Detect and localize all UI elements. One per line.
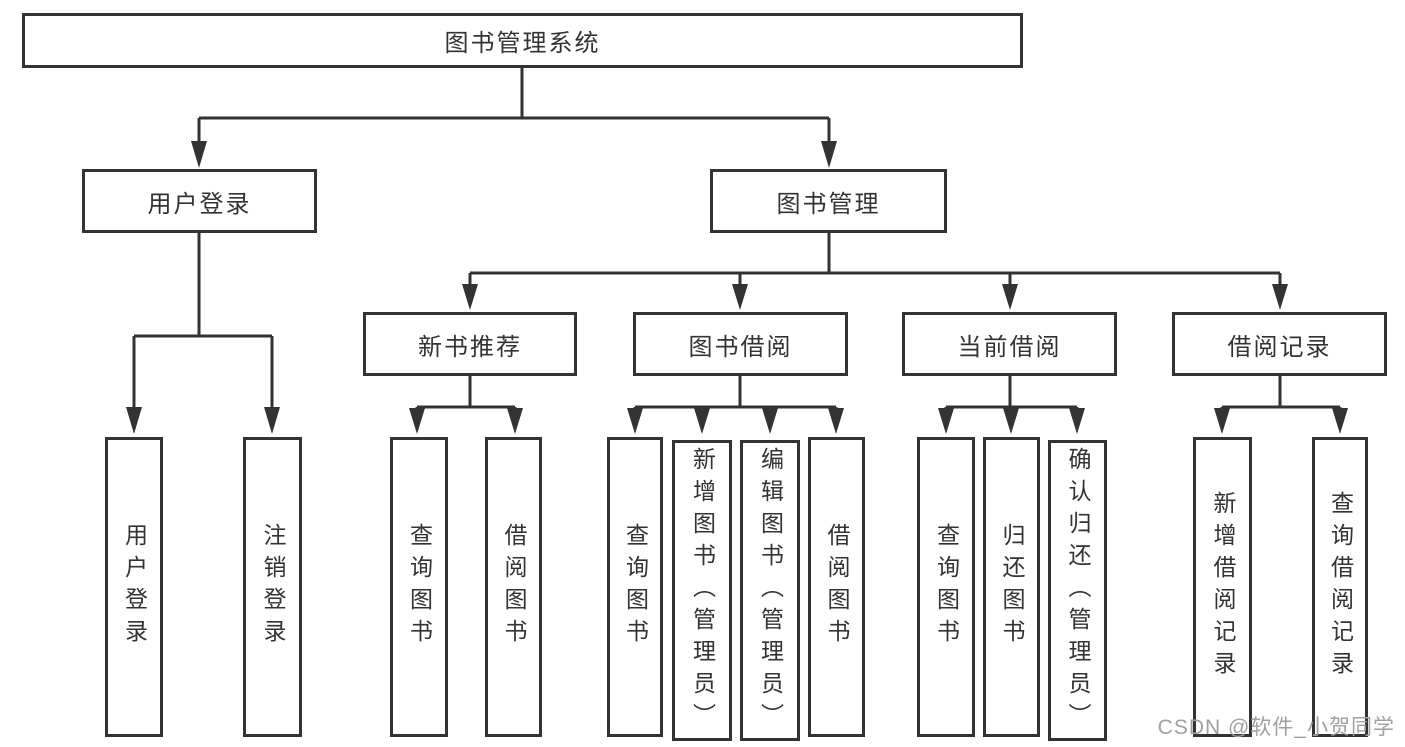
connector-paths [132, 68, 1342, 412]
arrowhead [938, 408, 954, 434]
node-user-login-leaf: 用户登录 [105, 437, 163, 737]
node-book-management-label: 图书管理 [776, 190, 881, 218]
node-borrow-books-1-label: 借阅图书 [501, 523, 527, 651]
node-new-book-recommend-label: 新书推荐 [418, 333, 522, 361]
node-library-system: 图书管理系统 [22, 13, 1023, 68]
arrowhead [264, 407, 280, 434]
arrowhead [694, 408, 710, 434]
arrowhead [1003, 408, 1019, 434]
node-query-borrow-record-label: 查询借阅记录 [1327, 491, 1354, 683]
arrowhead [732, 284, 748, 310]
node-user-login-leaf-label: 用户登录 [121, 523, 148, 651]
node-logout: 注销登录 [243, 437, 302, 737]
arrowhead [1002, 284, 1018, 310]
node-borrow-books-2: 借阅图书 [808, 437, 865, 737]
node-new-book-recommend: 新书推荐 [363, 312, 577, 376]
node-book-borrowing-label: 图书借阅 [688, 333, 793, 361]
node-book-management: 图书管理 [710, 169, 947, 233]
arrowhead [762, 408, 778, 434]
node-query-books-3-label: 查询图书 [933, 523, 960, 651]
node-add-borrow-record-label: 新增借阅记录 [1210, 491, 1236, 683]
arrowhead [126, 407, 142, 434]
node-edit-books-admin: 编辑图书（管理员） [740, 440, 800, 741]
node-edit-books-admin-label: 编辑图书（管理员） [757, 446, 784, 735]
node-query-books-1: 查询图书 [390, 437, 448, 737]
node-query-books-1-label: 查询图书 [406, 523, 433, 651]
node-borrowing-records-label: 借阅记录 [1227, 333, 1332, 361]
node-confirm-return-admin: 确认归还（管理员） [1048, 440, 1107, 741]
node-query-books-2-label: 查询图书 [622, 523, 649, 651]
arrowheads [126, 141, 1348, 434]
arrowhead [821, 141, 837, 168]
node-return-books: 归还图书 [983, 437, 1040, 737]
arrowhead [462, 284, 478, 310]
node-query-books-2: 查询图书 [607, 437, 663, 737]
node-return-books-label: 归还图书 [999, 523, 1025, 651]
node-query-books-3: 查询图书 [917, 437, 975, 737]
node-book-borrowing: 图书借阅 [633, 312, 848, 376]
node-add-borrow-record: 新增借阅记录 [1193, 437, 1252, 737]
arrowhead [409, 408, 425, 434]
node-library-system-label: 图书管理系统 [444, 30, 601, 57]
node-add-books-admin: 新增图书（管理员） [672, 440, 732, 741]
node-confirm-return-admin-label: 确认归还（管理员） [1065, 446, 1091, 735]
node-logout-label: 注销登录 [260, 523, 286, 651]
arrowhead [627, 408, 643, 434]
node-user-login-branch: 用户登录 [82, 169, 317, 233]
node-add-books-admin-label: 新增图书（管理员） [689, 446, 716, 735]
node-user-login-branch-label: 用户登录 [147, 190, 252, 218]
arrowhead [1332, 408, 1348, 434]
arrowhead [507, 408, 523, 434]
arrowhead [1069, 408, 1085, 434]
arrowhead [828, 408, 844, 434]
arrowhead [191, 141, 207, 168]
node-current-borrowing-label: 当前借阅 [957, 333, 1062, 361]
arrowhead [1272, 284, 1288, 310]
node-current-borrowing: 当前借阅 [902, 312, 1117, 376]
node-query-borrow-record: 查询借阅记录 [1312, 437, 1368, 737]
node-borrow-books-2-label: 借阅图书 [824, 523, 850, 651]
node-borrowing-records: 借阅记录 [1172, 312, 1387, 376]
arrowhead [1214, 408, 1230, 434]
node-borrow-books-1: 借阅图书 [485, 437, 542, 737]
